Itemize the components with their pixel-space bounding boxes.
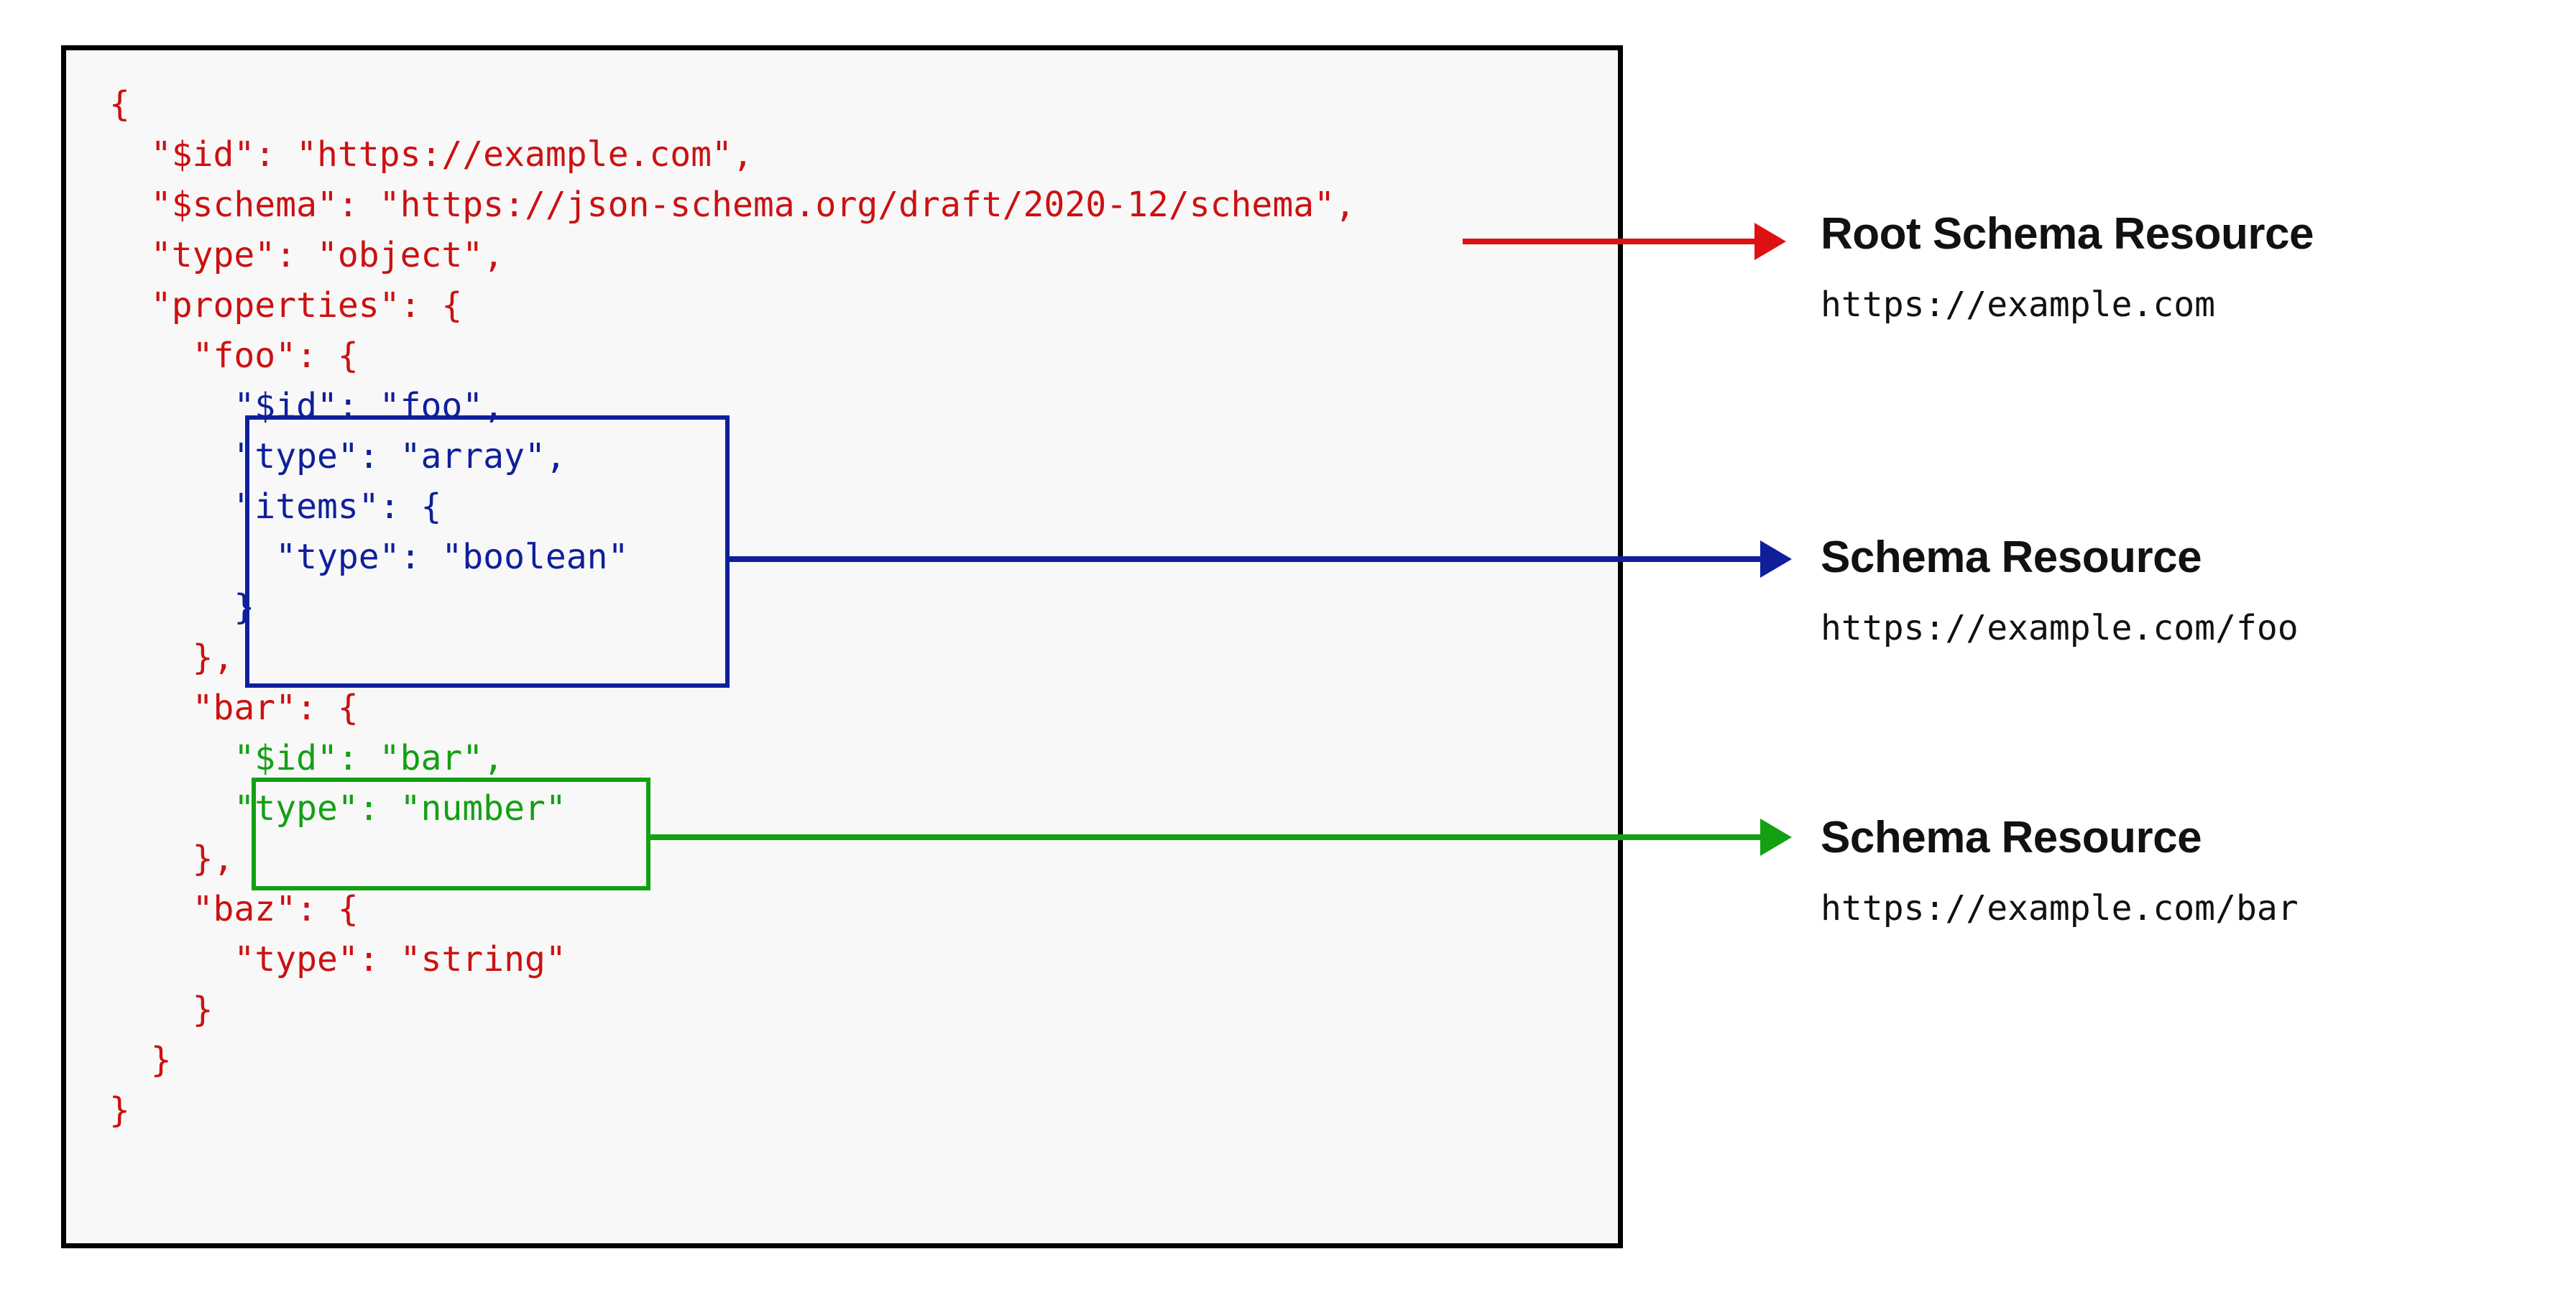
code-line-text: }, — [192, 637, 234, 678]
code-line: "type": "boolean" — [109, 532, 1356, 582]
foo-schema-highlight-box — [245, 415, 730, 688]
code-line-text: { — [109, 84, 130, 124]
code-line: } — [109, 1085, 1356, 1135]
callout-foo-schema-resource: Schema Resource https://example.com/foo — [1821, 532, 2299, 650]
code-line: "items": { — [109, 481, 1356, 532]
code-line-text: "$id": "https://example.com", — [150, 134, 753, 175]
code-line-text: "type": "object", — [150, 235, 505, 275]
code-line-text: "$schema": "https://json-schema.org/draf… — [150, 185, 1356, 225]
code-line: { — [109, 79, 1356, 129]
code-line: "$id": "https://example.com", — [109, 129, 1356, 180]
callout-url: https://example.com/foo — [1821, 608, 2299, 648]
code-line-text: "$id": "bar", — [234, 738, 505, 778]
code-line: "baz": { — [109, 884, 1356, 934]
code-line: } — [109, 1035, 1356, 1085]
json-code-block: { "$id": "https://example.com", "$schema… — [109, 79, 1356, 1135]
code-line-text: "type": "boolean" — [275, 537, 629, 577]
code-line-text: "type": "number" — [234, 788, 566, 829]
code-line-text: "baz": { — [192, 889, 359, 929]
code-line-text: } — [109, 1090, 130, 1130]
arrow-head — [1754, 223, 1786, 260]
code-line: "properties": { — [109, 280, 1356, 331]
callout-bar-schema-resource: Schema Resource https://example.com/bar — [1821, 812, 2299, 930]
code-line: "bar": { — [109, 683, 1356, 733]
callout-title: Schema Resource — [1821, 813, 2202, 862]
code-line: "foo": { — [109, 331, 1356, 381]
code-line-text: "bar": { — [192, 688, 359, 728]
code-line: } — [109, 582, 1356, 632]
callout-title: Root Schema Resource — [1821, 209, 2314, 259]
code-line: "$id": "bar", — [109, 733, 1356, 783]
code-line-text: "type": "string" — [234, 939, 566, 980]
code-line-text: } — [192, 990, 213, 1030]
arrow-head — [1760, 540, 1792, 578]
code-line: "$schema": "https://json-schema.org/draf… — [109, 180, 1356, 230]
code-line-text: } — [234, 587, 255, 627]
callout-root-schema-resource: Root Schema Resource https://example.com — [1821, 208, 2314, 326]
code-line-text: "type": "array", — [234, 436, 566, 476]
json-code-panel: { "$id": "https://example.com", "$schema… — [61, 45, 1623, 1248]
arrow-head — [1760, 819, 1792, 856]
code-line-text: "items": { — [234, 487, 442, 527]
code-line: "type": "string" — [109, 934, 1356, 985]
code-line: }, — [109, 834, 1356, 884]
code-line: "type": "array", — [109, 431, 1356, 481]
code-line-text: "foo": { — [192, 336, 359, 376]
code-line: } — [109, 985, 1356, 1035]
bar-schema-highlight-box — [252, 778, 650, 890]
code-line: }, — [109, 632, 1356, 683]
code-line-text: "properties": { — [150, 285, 463, 326]
code-line-text: } — [150, 1040, 172, 1080]
callout-url: https://example.com — [1821, 285, 2216, 325]
code-line-text: }, — [192, 839, 234, 879]
code-line: "type": "number" — [109, 783, 1356, 834]
callout-title: Schema Resource — [1821, 533, 2202, 582]
callout-url: https://example.com/bar — [1821, 888, 2299, 928]
code-line: "type": "object", — [109, 230, 1356, 280]
